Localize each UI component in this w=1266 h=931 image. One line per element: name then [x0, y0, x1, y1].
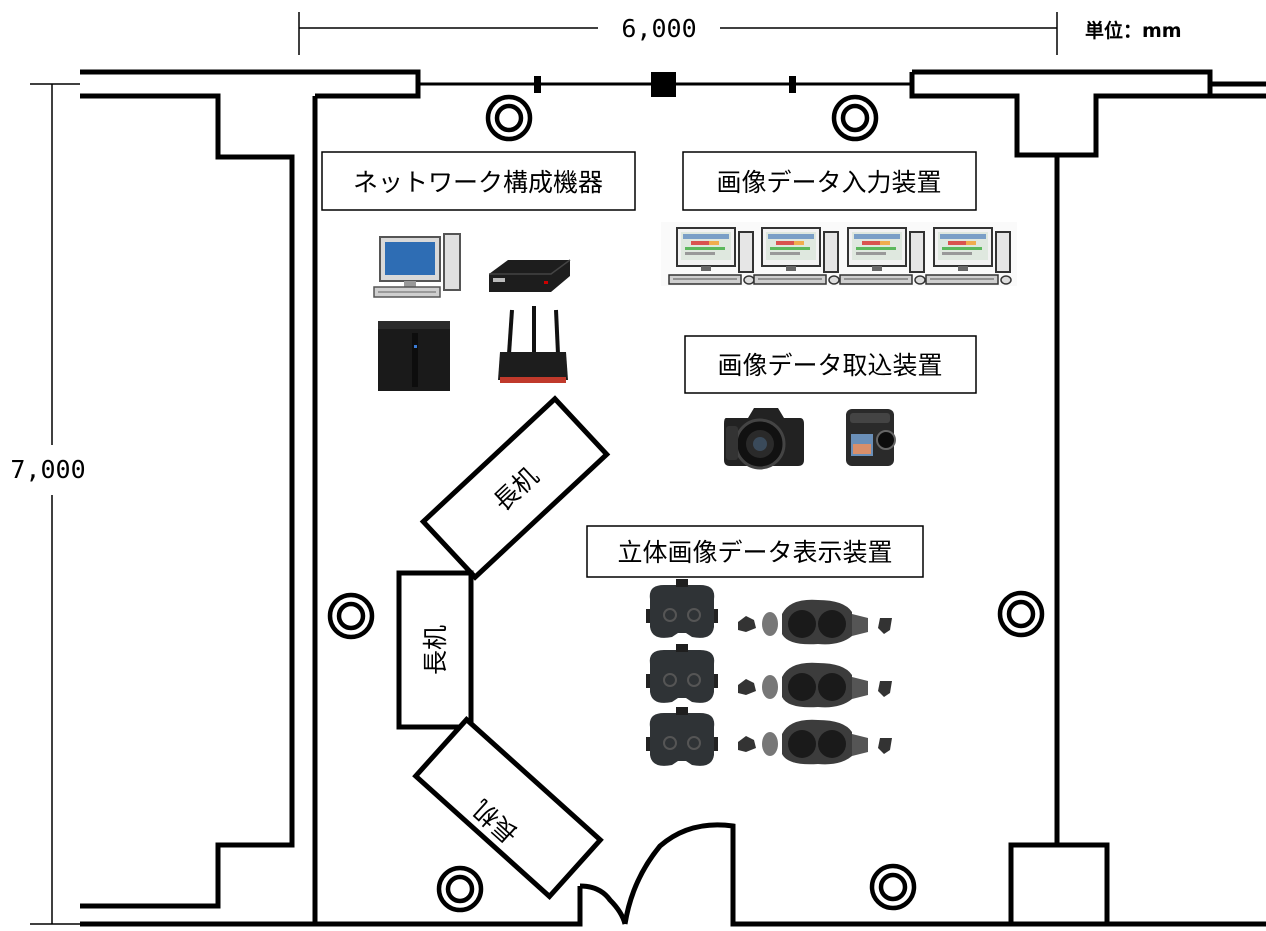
workstation-icon — [839, 227, 926, 285]
network-switch-icon — [489, 259, 571, 292]
zone-stereo-display: 立体画像データ表示装置 — [586, 525, 924, 578]
desk-lower: 長机 — [412, 716, 604, 900]
workstation-icons — [661, 222, 1017, 286]
ring-marker — [872, 866, 914, 908]
desk-label: 長机 — [421, 625, 450, 675]
vr-headset-icons — [645, 578, 719, 767]
desktop-pc-icon — [373, 233, 461, 298]
vr-headset-icon — [645, 578, 719, 639]
zone-network: ネットワーク構成機器 — [321, 151, 636, 211]
mr-headset-icon — [738, 662, 892, 708]
workstation-icon — [753, 227, 840, 285]
zone-image-capture-label: 画像データ取込装置 — [717, 351, 942, 380]
nas-server-icon — [378, 321, 450, 391]
mr-headset-icon — [738, 719, 892, 765]
ring-marker — [1000, 593, 1042, 635]
ring-marker — [439, 868, 481, 910]
ring-marker — [834, 97, 876, 139]
height-dimension: 7,000 — [10, 83, 86, 925]
vr-headset-icon — [645, 643, 719, 704]
desk-middle: 長机 — [396, 570, 474, 730]
width-dimension: 6,000 — [298, 12, 1058, 55]
zone-image-input: 画像データ入力装置 — [682, 151, 977, 211]
unit-label: 単位：mm — [1085, 19, 1182, 42]
height-dimension-label: 7,000 — [10, 455, 85, 484]
mr-headset-icon — [738, 599, 892, 645]
workstation-icon — [925, 227, 1012, 285]
desk-upper: 長机 — [419, 395, 611, 581]
360-camera-icon — [846, 409, 896, 466]
door — [579, 822, 736, 925]
wifi-router-icon — [498, 306, 568, 383]
width-dimension-label: 6,000 — [621, 14, 696, 43]
zone-image-input-label: 画像データ入力装置 — [716, 168, 941, 197]
vr-headset-icon — [645, 706, 719, 767]
walls — [80, 69, 1266, 927]
workstation-icon — [668, 227, 755, 285]
dslr-camera-icon — [724, 408, 804, 470]
mr-headset-icons — [738, 599, 892, 765]
zone-network-label: ネットワーク構成機器 — [353, 168, 603, 197]
zone-stereo-display-label: 立体画像データ表示装置 — [617, 538, 892, 567]
zone-image-capture: 画像データ取込装置 — [684, 335, 977, 394]
ring-marker — [488, 97, 530, 139]
window-rail — [418, 72, 912, 97]
ring-marker — [330, 595, 372, 637]
